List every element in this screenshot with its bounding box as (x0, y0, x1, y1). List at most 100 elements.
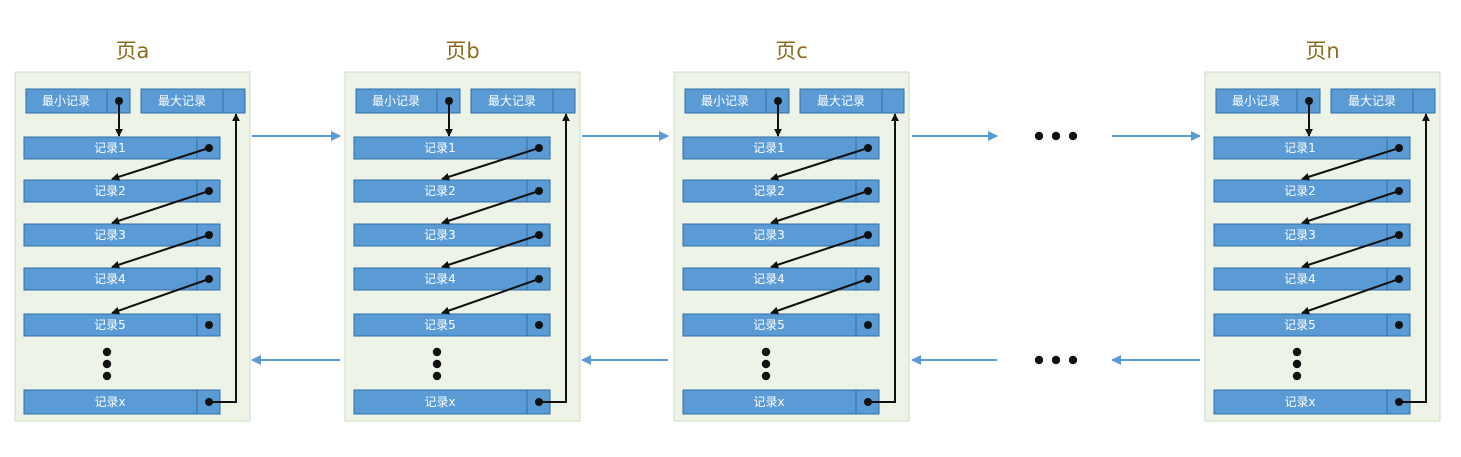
record-label: 记录5 (94, 318, 126, 332)
ellipsis-dot (432, 347, 442, 357)
record-2 (353, 179, 551, 203)
max-record-label: 最大记录 (817, 94, 865, 108)
next-pointer (770, 190, 869, 225)
next-pointer (1399, 113, 1430, 403)
ellipsis-dot (761, 347, 771, 357)
pointer-dot (1395, 321, 1403, 329)
record-3 (1213, 223, 1411, 247)
page-title: 页a (116, 39, 150, 63)
ellipsis-dot (1051, 355, 1061, 365)
record-4 (23, 267, 221, 291)
record-last-label: 记录x (753, 395, 784, 409)
max-record (799, 88, 905, 114)
record-last (1213, 389, 1411, 415)
max-record-label: 最大记录 (488, 94, 536, 108)
page-title: 页b (445, 39, 479, 63)
record-1 (682, 136, 880, 160)
min-record-label: 最小记录 (701, 94, 749, 108)
ellipsis-dot (1292, 359, 1302, 369)
record-label: 记录3 (424, 228, 456, 242)
min-record (25, 88, 131, 114)
next-pointer (209, 113, 240, 403)
record-last-label: 记录x (424, 395, 455, 409)
record-label: 记录1 (94, 141, 126, 155)
max-record-label: 最大记录 (1348, 94, 1396, 108)
record-1 (353, 136, 551, 160)
record-5 (682, 313, 880, 337)
next-pointer (111, 234, 210, 269)
record-label: 记录5 (1284, 318, 1316, 332)
next-pointer (111, 278, 210, 315)
pointer-dot (205, 321, 213, 329)
min-record (355, 88, 461, 114)
ellipsis-dot (102, 347, 112, 357)
pointer-dot (535, 321, 543, 329)
record-label: 记录1 (424, 141, 456, 155)
next-pointer (441, 190, 540, 225)
record-1 (23, 136, 221, 160)
min-record (1215, 88, 1321, 114)
next-pointer (868, 113, 899, 403)
record-label: 记录2 (753, 184, 785, 198)
record-label: 记录4 (424, 272, 456, 286)
next-pointer (111, 147, 210, 181)
record-3 (353, 223, 551, 247)
ellipsis-dot (1051, 131, 1061, 141)
record-label: 记录2 (94, 184, 126, 198)
max-record (470, 88, 576, 114)
record-2 (1213, 179, 1411, 203)
next-pointer (1301, 278, 1400, 315)
ellipsis-dot (1292, 347, 1302, 357)
ellipsis-dot (761, 371, 771, 381)
page-title: 页n (1305, 39, 1339, 63)
min-record-label: 最小记录 (42, 94, 90, 108)
record-4 (682, 267, 880, 291)
record-5 (353, 313, 551, 337)
next-pointer (1301, 147, 1400, 181)
next-pointer (770, 147, 869, 181)
page-title: 页c (775, 39, 808, 63)
page-3: 页c最小记录最大记录记录1记录2记录3记录4记录5记录x (673, 39, 910, 422)
record-label: 记录2 (1284, 184, 1316, 198)
ellipsis-dot (761, 359, 771, 369)
record-last (682, 389, 880, 415)
ellipsis-dot (1068, 355, 1078, 365)
record-5 (1213, 313, 1411, 337)
next-pointer (770, 278, 869, 315)
record-label: 记录2 (424, 184, 456, 198)
record-label: 记录5 (753, 318, 785, 332)
next-pointer (770, 234, 869, 269)
next-pointer (441, 278, 540, 315)
record-last-label: 记录x (94, 395, 125, 409)
next-pointer (1301, 190, 1400, 225)
record-label: 记录4 (1284, 272, 1316, 286)
record-last-label: 记录x (1284, 395, 1315, 409)
max-record (1330, 88, 1436, 114)
min-record-label: 最小记录 (372, 94, 420, 108)
record-2 (682, 179, 880, 203)
next-pointer (441, 234, 540, 269)
record-3 (682, 223, 880, 247)
min-record-label: 最小记录 (1232, 94, 1280, 108)
record-5 (23, 313, 221, 337)
record-label: 记录5 (424, 318, 456, 332)
record-4 (1213, 267, 1411, 291)
record-label: 记录1 (753, 141, 785, 155)
ellipsis-dot (1068, 131, 1078, 141)
record-label: 记录1 (1284, 141, 1316, 155)
pointer-dot (864, 321, 872, 329)
record-label: 记录3 (1284, 228, 1316, 242)
max-record-label: 最大记录 (158, 94, 206, 108)
next-pointer (111, 190, 210, 225)
record-2 (23, 179, 221, 203)
max-record (140, 88, 246, 114)
record-label: 记录3 (94, 228, 126, 242)
ellipsis-dot (1292, 371, 1302, 381)
next-pointer (1301, 234, 1400, 269)
record-label: 记录4 (94, 272, 126, 286)
record-label: 记录3 (753, 228, 785, 242)
min-record (684, 88, 790, 114)
